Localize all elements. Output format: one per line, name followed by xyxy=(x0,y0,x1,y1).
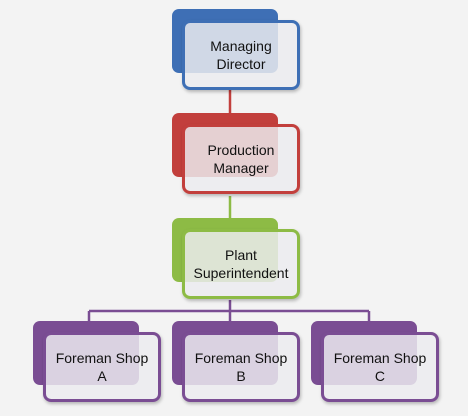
node-label: Foreman Shop A xyxy=(55,350,149,384)
node-plant-superintendent: Plant Superintendent xyxy=(172,218,300,299)
node-front: Foreman Shop C xyxy=(321,332,439,402)
node-managing-director: Managing Director xyxy=(172,9,300,90)
node-label: Foreman Shop C xyxy=(333,350,427,384)
node-front: Foreman Shop B xyxy=(182,332,300,402)
node-production-manager: Production Manager xyxy=(172,113,300,194)
node-foreman-shop-a: Foreman Shop A xyxy=(33,321,161,402)
node-foreman-shop-c: Foreman Shop C xyxy=(311,321,439,402)
node-front: Managing Director xyxy=(182,20,300,90)
node-label: Plant Superintendent xyxy=(193,247,289,281)
node-front: Foreman Shop A xyxy=(43,332,161,402)
node-label: Production Manager xyxy=(207,142,275,176)
node-front: Plant Superintendent xyxy=(182,229,300,299)
node-label: Managing Director xyxy=(210,38,272,72)
node-label: Foreman Shop B xyxy=(194,350,288,384)
node-foreman-shop-b: Foreman Shop B xyxy=(172,321,300,402)
node-front: Production Manager xyxy=(182,124,300,194)
